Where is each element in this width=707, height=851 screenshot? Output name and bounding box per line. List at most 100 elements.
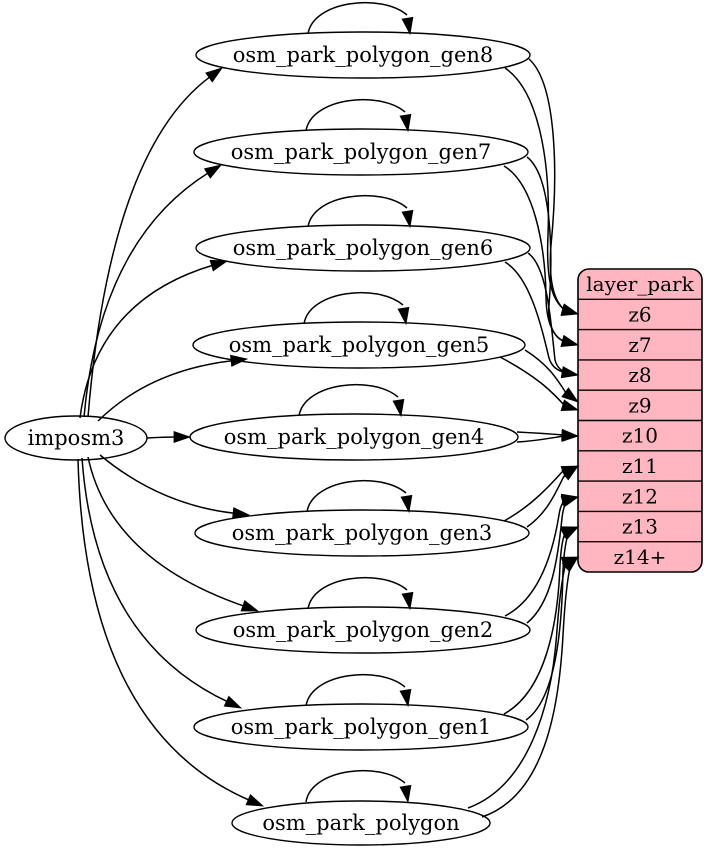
arrowhead-icon — [401, 209, 414, 229]
arrowhead-icon — [397, 306, 410, 326]
table-node-label: osm_park_polygon_gen3 — [232, 521, 493, 545]
arrowhead-icon — [400, 494, 413, 514]
self-loop-gen6 — [307, 195, 408, 228]
table-node-label: osm_park_polygon_gen2 — [233, 618, 494, 642]
arrowhead-icon — [232, 507, 251, 520]
arrowhead-icon — [560, 526, 580, 541]
layer-row-label-z13: z13 — [622, 515, 658, 539]
self-loop-gen7 — [305, 99, 406, 132]
edge-gen1-z13-s1 — [503, 530, 567, 715]
table-node-gen7: osm_park_polygon_gen7 — [193, 128, 529, 176]
arrowhead-icon — [560, 399, 580, 412]
table-node-label: osm_park_polygon_gen7 — [231, 140, 492, 164]
table-node-label: imposm3 — [28, 426, 125, 450]
edge-gen4-z10-s2 — [516, 435, 565, 443]
arrowhead-icon — [561, 465, 579, 481]
self-loop-gen1 — [305, 674, 406, 707]
layer-table-title: layer_park — [586, 272, 694, 296]
edge-gen8-z6-s1 — [504, 67, 566, 311]
table-node-label: osm_park_polygon_gen5 — [229, 333, 490, 357]
edge-imposm3-gen3 — [99, 454, 236, 515]
layer-row-label-z9: z9 — [628, 393, 651, 417]
self-loop-gen2 — [307, 577, 408, 610]
self-loop-gen3 — [306, 480, 407, 513]
arrowhead-icon — [560, 366, 580, 378]
edge-imposm3-gen5 — [97, 359, 234, 422]
table-node-label: osm_park_polygon_gen8 — [233, 43, 494, 67]
edge-gen3-z11-s1 — [503, 471, 563, 522]
arrowhead-icon — [399, 113, 412, 133]
arrowhead-icon — [401, 591, 414, 611]
table-node-gen4: osm_park_polygon_gen4 — [189, 413, 519, 461]
layer-row-label-z14+: z14+ — [614, 545, 667, 569]
table-node-label: osm_park_polygon_gen6 — [233, 236, 494, 260]
arrowhead-icon — [240, 599, 260, 612]
layer-row-label-z7: z7 — [628, 333, 651, 357]
table-node-poly: osm_park_polygon — [231, 800, 491, 846]
table-node-gen1: osm_park_polygon_gen1 — [193, 703, 529, 751]
table-node-shape — [192, 321, 526, 369]
edge-imposm3-gen6 — [79, 264, 214, 419]
edge-gen4-z10-s1 — [516, 431, 565, 436]
self-loop-gen5 — [303, 292, 404, 325]
edge-imposm3-gen2 — [87, 456, 246, 608]
edge-gen3-z11-s2 — [526, 475, 565, 528]
arrowhead-icon — [173, 430, 192, 444]
arrowhead-icon — [561, 556, 579, 573]
table-node-gen6: osm_park_polygon_gen6 — [195, 224, 531, 272]
arrowhead-icon — [203, 164, 223, 179]
arrowhead-icon — [205, 67, 223, 83]
self-loop-gen4 — [298, 384, 399, 417]
layer-row-label-z11: z11 — [622, 454, 658, 478]
table-node-shape — [195, 606, 531, 654]
layer-row-label-z12: z12 — [622, 484, 658, 508]
table-node-shape — [195, 224, 531, 272]
edge-imposm3-poly — [77, 458, 251, 802]
self-loop-poly — [305, 770, 406, 803]
edge-poly-z14+-s1 — [467, 560, 568, 809]
arrowhead-icon — [392, 398, 405, 418]
self-loop-gen8 — [307, 2, 408, 35]
edge-gen1-z13-s2 — [525, 531, 570, 721]
edge-gen8-z6-s2 — [528, 58, 567, 312]
edge-gen7-z7-s2 — [526, 156, 568, 343]
edge-gen5-z9-s1 — [524, 349, 567, 394]
edge-poly-z14+-s2 — [481, 562, 572, 818]
edges — [77, 2, 580, 818]
table-node-gen3: osm_park_polygon_gen3 — [194, 509, 530, 557]
edge-imposm3-gen4 — [146, 436, 177, 439]
arrowhead-icon — [245, 794, 265, 807]
table-node-shape — [193, 703, 529, 751]
table-node-shape — [193, 128, 529, 176]
table-node-shape — [195, 31, 531, 79]
table-node-gen8: osm_park_polygon_gen8 — [195, 31, 531, 79]
table-node-shape — [231, 800, 491, 846]
layer-row-label-z10: z10 — [622, 424, 658, 448]
table-node-label: osm_park_polygon — [262, 811, 459, 835]
table-node-label: osm_park_polygon_gen1 — [231, 715, 492, 739]
arrowhead-icon — [399, 688, 412, 708]
edge-gen6-z8-s1 — [504, 261, 567, 374]
table-node-label: osm_park_polygon_gen4 — [224, 425, 485, 449]
arrowhead-icon — [209, 259, 229, 272]
table-node-gen5: osm_park_polygon_gen5 — [192, 321, 526, 369]
layer-row-label-z6: z6 — [628, 302, 651, 326]
edge-imposm3-gen8 — [87, 75, 212, 418]
arrowhead-icon — [230, 354, 249, 367]
arrowhead-icon — [561, 429, 580, 443]
layer-table: layer_park z6 z7 z8 z9 z10 z11 z12 z13 z14+ — [577, 268, 703, 573]
table-node-shape — [194, 509, 530, 557]
layer-row-label-z8: z8 — [628, 363, 651, 387]
arrowhead-icon — [560, 495, 580, 508]
arrowhead-icon — [560, 334, 580, 347]
arrowhead-icon — [561, 387, 579, 403]
table-node-gen2: osm_park_polygon_gen2 — [195, 606, 531, 654]
arrowhead-icon — [399, 784, 412, 804]
edge-imposm3-gen1 — [81, 457, 229, 703]
edge-gen5-z9-s2 — [499, 356, 566, 407]
edge-gen6-z8-s2 — [527, 252, 568, 374]
edge-imposm3-gen7 — [83, 171, 210, 418]
arrowhead-icon — [223, 695, 243, 709]
